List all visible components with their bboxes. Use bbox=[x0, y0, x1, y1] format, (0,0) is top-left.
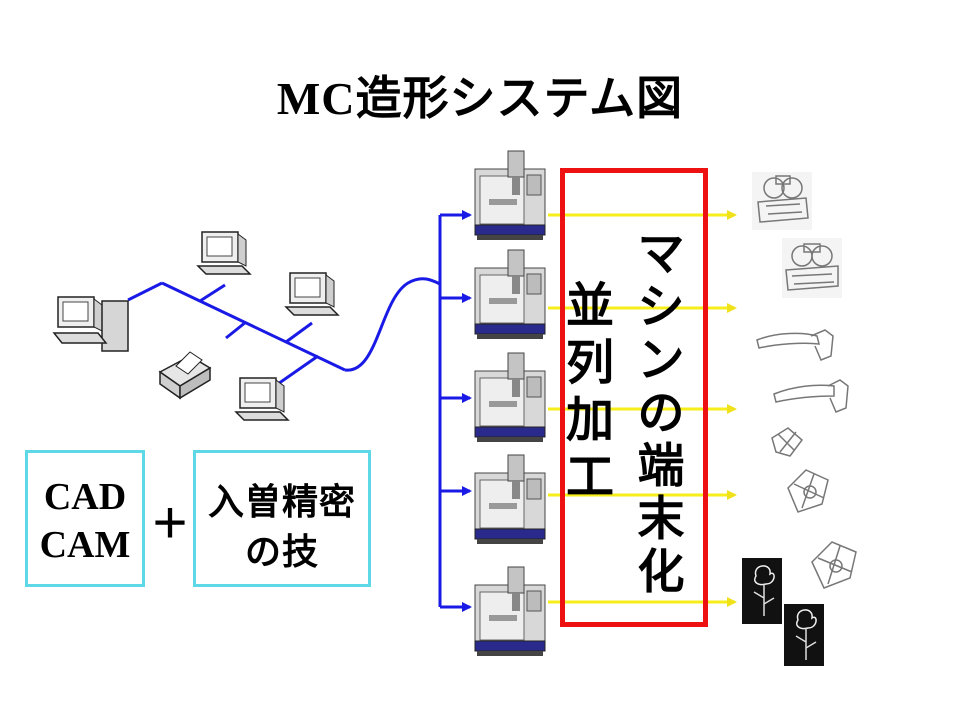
sculpture-part-icon bbox=[771, 427, 804, 457]
skill-label-line2: の技 bbox=[244, 532, 319, 573]
cadcam-box: CAD CAM bbox=[25, 450, 145, 587]
machining-center-icon bbox=[474, 249, 546, 340]
vertical-char: 並 bbox=[565, 278, 614, 334]
cam-label: CAM bbox=[39, 524, 131, 566]
vertical-char: 列 bbox=[565, 335, 614, 391]
network-line bbox=[225, 320, 247, 340]
vertical-char: 化 bbox=[637, 545, 685, 600]
machining-center-icon bbox=[474, 454, 546, 545]
vertical-char: 端 bbox=[637, 439, 685, 494]
cad-label: CAD bbox=[43, 476, 127, 518]
mechanical-part-icon bbox=[782, 238, 842, 298]
sculpture-part-icon bbox=[787, 469, 829, 513]
network-line bbox=[199, 283, 226, 303]
skill-label-line1: 入曽精密 bbox=[207, 482, 356, 523]
sculpture-part-icon bbox=[811, 541, 857, 589]
product-list bbox=[752, 172, 857, 589]
network-line bbox=[161, 281, 346, 372]
faucet-part-icon bbox=[773, 379, 849, 413]
faucet-part-icon bbox=[756, 329, 834, 361]
computer-icon bbox=[197, 231, 251, 275]
plus-sign: + bbox=[152, 489, 188, 556]
machine-list bbox=[474, 150, 546, 657]
rose-sculpture-icon bbox=[784, 604, 824, 666]
vertical-char: 加 bbox=[565, 392, 614, 448]
computer-icon bbox=[52, 296, 129, 352]
network-line bbox=[285, 321, 313, 344]
vertical-char: ン bbox=[637, 333, 685, 388]
machining-center-icon bbox=[474, 566, 546, 657]
skill-box: 入曽精密 の技 bbox=[193, 450, 371, 587]
network-line bbox=[127, 281, 163, 302]
vertical-char: シ bbox=[637, 280, 685, 335]
network-link-curve bbox=[344, 277, 441, 372]
network-line bbox=[274, 354, 319, 388]
rose-sculpture-icon bbox=[742, 558, 782, 624]
computer-icon bbox=[285, 272, 339, 316]
machining-center-icon bbox=[474, 352, 546, 443]
parallel-processing-label: 並列加工 bbox=[565, 278, 615, 506]
vertical-char: マ bbox=[637, 227, 685, 282]
vertical-char: 末 bbox=[637, 492, 685, 547]
machining-center-icon bbox=[474, 150, 546, 241]
vertical-char: 工 bbox=[565, 449, 614, 505]
printer-icon bbox=[158, 351, 212, 400]
parallel-processing-box bbox=[560, 168, 708, 627]
mechanical-part-icon bbox=[752, 172, 812, 230]
computer-icon bbox=[235, 377, 289, 421]
vertical-char: の bbox=[637, 386, 685, 441]
page-title: MC造形システム図 bbox=[276, 73, 684, 124]
network bbox=[127, 210, 472, 612]
machine-terminal-label: マシンの端末化 bbox=[632, 228, 690, 599]
